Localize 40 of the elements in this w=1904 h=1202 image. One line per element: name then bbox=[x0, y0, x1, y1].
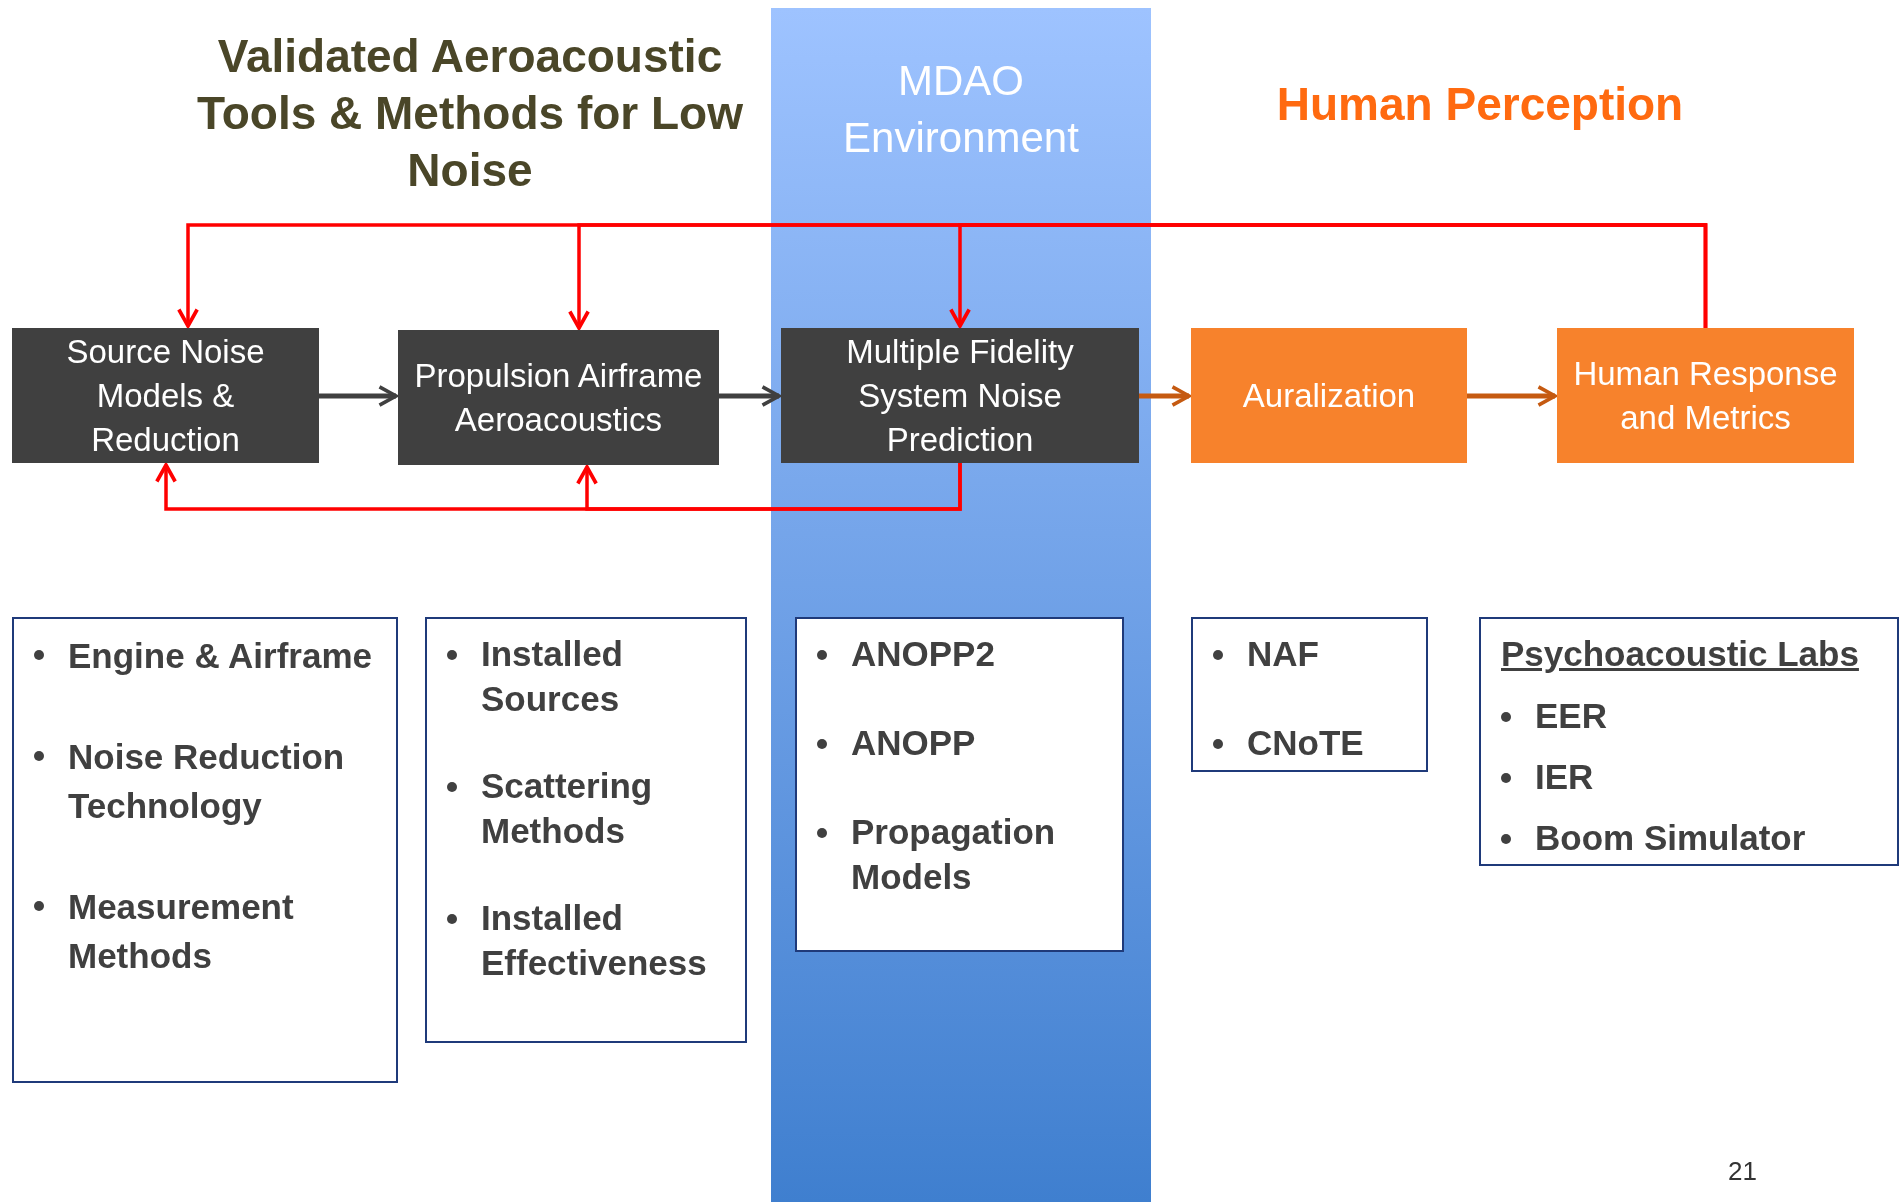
band-heading: MDAO Environment bbox=[842, 56, 1080, 163]
process-box bbox=[1191, 328, 1467, 463]
section-heading: Human Perception bbox=[1275, 77, 1685, 132]
list-item: Scattering Methods bbox=[481, 765, 654, 852]
list-item: Noise Reduction Technology bbox=[68, 736, 346, 827]
box-label: Source Noise Models & Reduction bbox=[65, 331, 266, 460]
list-item: ANOPP bbox=[851, 722, 976, 764]
list-item: ANOPP2 bbox=[851, 633, 995, 675]
list-item: IER bbox=[1535, 756, 1594, 798]
list-item: CNoTE bbox=[1247, 722, 1364, 764]
process-box bbox=[12, 328, 319, 463]
list-box bbox=[425, 617, 747, 1043]
box-label: Auralization bbox=[1242, 375, 1416, 416]
list-item: Installed Effectiveness bbox=[481, 897, 708, 984]
arrow bbox=[576, 463, 962, 511]
arrow bbox=[719, 385, 781, 407]
arrow bbox=[1467, 385, 1557, 407]
list-item: Engine & Airframe bbox=[68, 635, 373, 677]
box-label: Human Response and Metrics bbox=[1572, 353, 1839, 438]
list-item: Installed Sources bbox=[481, 633, 624, 720]
list-item: Measurement Methods bbox=[68, 886, 295, 977]
process-box bbox=[1557, 328, 1854, 463]
arrow bbox=[949, 223, 1708, 328]
list-item: Boom Simulator bbox=[1535, 817, 1806, 859]
list-box bbox=[12, 617, 398, 1083]
box-label: Propulsion Airframe Aeroacoustics bbox=[413, 355, 704, 440]
process-box bbox=[398, 330, 719, 465]
list-item: EER bbox=[1535, 695, 1607, 737]
list-box bbox=[795, 617, 1124, 952]
page-number: 21 bbox=[1728, 1155, 1757, 1188]
list-heading: Psychoacoustic Labs bbox=[1501, 633, 1860, 675]
list-box bbox=[1479, 617, 1899, 866]
list-box bbox=[1191, 617, 1428, 772]
title: Validated Aeroacoustic Tools & Methods for Low Noise bbox=[196, 29, 744, 198]
box-label: Multiple Fidelity System Noise Prediction bbox=[845, 331, 1075, 460]
list-item: NAF bbox=[1247, 633, 1319, 675]
list-item: Propagation Models bbox=[851, 811, 1057, 898]
arrow bbox=[319, 385, 398, 407]
arrow bbox=[1139, 385, 1191, 407]
process-box bbox=[781, 328, 1139, 463]
